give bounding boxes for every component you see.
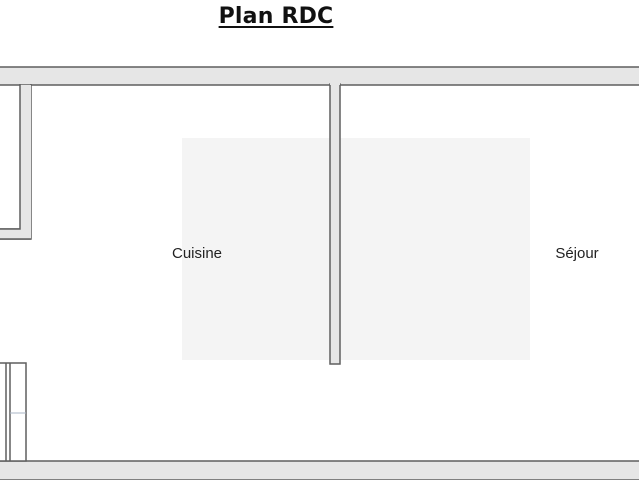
partition-wall <box>329 83 341 365</box>
wall-top-exterior <box>0 66 639 86</box>
room-label-sejour: Séjour <box>555 245 598 262</box>
staircase <box>0 362 27 462</box>
closet-wall-fill <box>20 85 31 239</box>
room-label-cuisine: Cuisine <box>172 245 222 262</box>
plan-title: Plan RDC <box>218 4 334 29</box>
watermark-block <box>182 138 530 360</box>
wall-bottom-exterior <box>0 460 639 480</box>
closet-bottom-fill <box>0 229 20 239</box>
closet-wall-inner <box>0 84 21 230</box>
